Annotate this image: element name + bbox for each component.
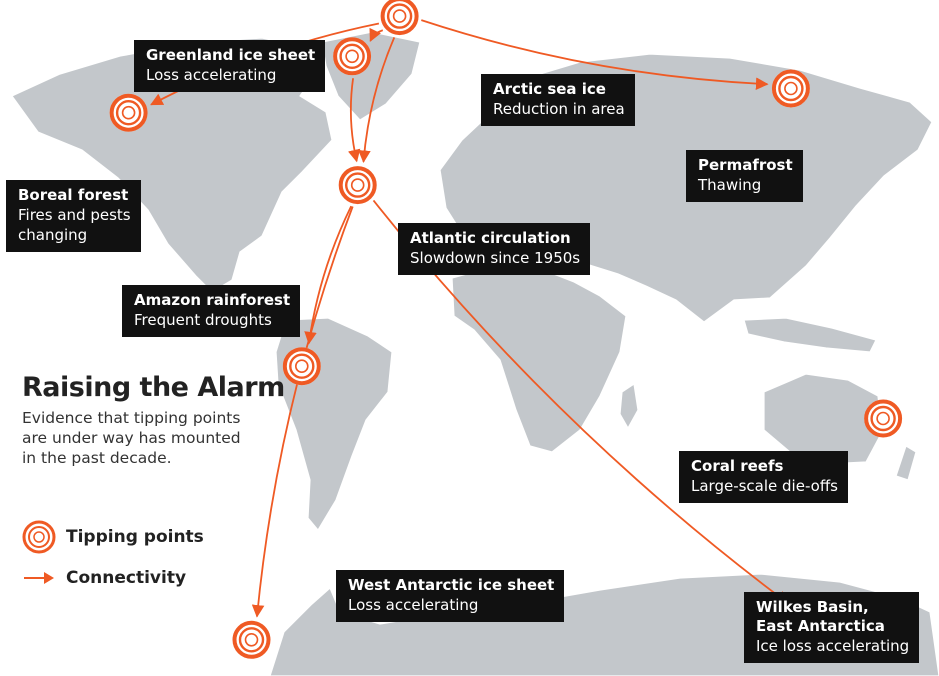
- label-boreal-forest: Boreal forest Fires and pests changing: [6, 180, 141, 252]
- marker-ring: [392, 9, 407, 23]
- marker-ring: [350, 178, 365, 192]
- tipping-point-marker-atlantic: [338, 166, 377, 205]
- label-permafrost: Permafrost Thawing: [686, 150, 803, 202]
- label-title: Atlantic circulation: [410, 229, 571, 247]
- legend-item-tipping-points: Tipping points: [22, 520, 204, 554]
- marker-ring: [333, 37, 372, 76]
- tipping-point-marker-boreal: [109, 93, 148, 132]
- connectivity-arrow-icon: [24, 572, 54, 584]
- legend-label: Tipping points: [66, 527, 204, 547]
- marker-ring: [109, 93, 148, 132]
- label-greenland-ice-sheet: Greenland ice sheet Loss accelerating: [134, 40, 326, 92]
- label-subtitle: Reduction in area: [493, 100, 625, 118]
- label-title: Amazon rainforest: [134, 291, 291, 309]
- marker-ring: [115, 99, 142, 126]
- marker-ring: [784, 81, 798, 96]
- label-subtitle: Loss accelerating: [146, 66, 277, 84]
- legend-title: Raising the Alarm: [22, 372, 285, 403]
- tipping-point-marker-permafrost: [771, 69, 810, 108]
- label-subtitle: Slowdown since 1950s: [410, 249, 581, 267]
- indonesia-landmass: [743, 317, 877, 353]
- connectivity-arrow-atlantic-to-west_antarctic: [251, 206, 354, 618]
- new-zealand-landmass: [895, 445, 917, 481]
- label-subtitle: Large-scale die-offs: [691, 477, 838, 495]
- marker-ring: [339, 43, 365, 69]
- madagascar-landmass: [619, 382, 639, 430]
- marker-ring: [232, 620, 271, 659]
- marker-ring: [294, 359, 309, 374]
- marker-ring: [864, 399, 903, 438]
- marker-ring: [386, 3, 413, 29]
- label-title: Permafrost: [698, 156, 793, 174]
- label-wilkes-basin: Wilkes Basin, East Antarctica Ice loss a…: [744, 592, 920, 663]
- marker-ring: [876, 411, 890, 426]
- label-subtitle: Fires and pests changing: [18, 206, 131, 244]
- label-west-antarctic-ice-sheet: West Antarctic ice sheet Loss accelerati…: [336, 570, 565, 622]
- marker-ring: [345, 172, 371, 198]
- marker-ring: [771, 69, 810, 108]
- marker-ring: [380, 0, 419, 36]
- marker-ring: [282, 347, 321, 386]
- marker-ring: [244, 632, 259, 647]
- tipping-point-marker-west_antarctic: [232, 620, 271, 659]
- label-title: Arctic sea ice: [493, 80, 606, 98]
- label-title: West Antarctic ice sheet: [348, 576, 555, 594]
- label-arctic-sea-ice: Arctic sea ice Reduction in area: [481, 74, 635, 126]
- label-subtitle: Frequent droughts: [134, 311, 272, 329]
- label-subtitle: Thawing: [698, 176, 762, 194]
- marker-ring: [333, 37, 372, 76]
- marker-ring: [778, 75, 804, 102]
- connectivity-arrow-greenland-to-atlantic: [348, 78, 361, 163]
- label-atlantic-circulation: Atlantic circulation Slowdown since 1950…: [398, 223, 591, 275]
- legend-description: Evidence that tipping points are under w…: [22, 409, 241, 467]
- marker-ring: [121, 105, 136, 120]
- label-subtitle: Ice loss accelerating: [756, 637, 910, 655]
- marker-ring: [345, 49, 359, 64]
- label-title: Greenland ice sheet: [146, 46, 316, 64]
- connectivity-arrow-arctic-to-atlantic: [358, 37, 396, 164]
- legend-item-connectivity: Connectivity: [22, 568, 186, 588]
- connectivity-arrow-atlantic-to-amazon: [304, 205, 353, 345]
- tipping-point-marker-coral: [864, 399, 903, 438]
- connectivity-arrow-arctic-to-greenland: [369, 27, 384, 42]
- label-title: Coral reefs: [691, 457, 784, 475]
- marker-ring: [338, 166, 377, 205]
- marker-ring: [109, 93, 148, 132]
- connectivity-arrow-arctic-to-permafrost: [421, 19, 769, 90]
- marker-ring: [338, 166, 377, 205]
- label-title: Boreal forest: [18, 186, 129, 204]
- legend-label: Connectivity: [66, 568, 187, 588]
- africa-landmass: [451, 265, 627, 453]
- marker-ring: [771, 69, 810, 108]
- tipping-point-icon: [22, 520, 56, 554]
- tipping-point-marker-amazon: [282, 347, 321, 386]
- marker-ring: [282, 347, 321, 386]
- label-coral-reefs: Coral reefs Large-scale die-offs: [679, 451, 848, 503]
- tipping-point-marker-arctic: [380, 0, 419, 36]
- marker-ring: [238, 627, 265, 653]
- australia-landmass: [763, 373, 883, 465]
- label-title: Wilkes Basin, East Antarctica: [756, 598, 885, 635]
- marker-ring: [864, 399, 903, 438]
- label-subtitle: Loss accelerating: [348, 596, 479, 614]
- marker-ring: [289, 353, 315, 379]
- marker-ring: [870, 405, 896, 432]
- marker-ring: [232, 620, 271, 659]
- tipping-point-marker-greenland: [333, 37, 372, 76]
- label-amazon-rainforest: Amazon rainforest Frequent droughts: [122, 285, 301, 337]
